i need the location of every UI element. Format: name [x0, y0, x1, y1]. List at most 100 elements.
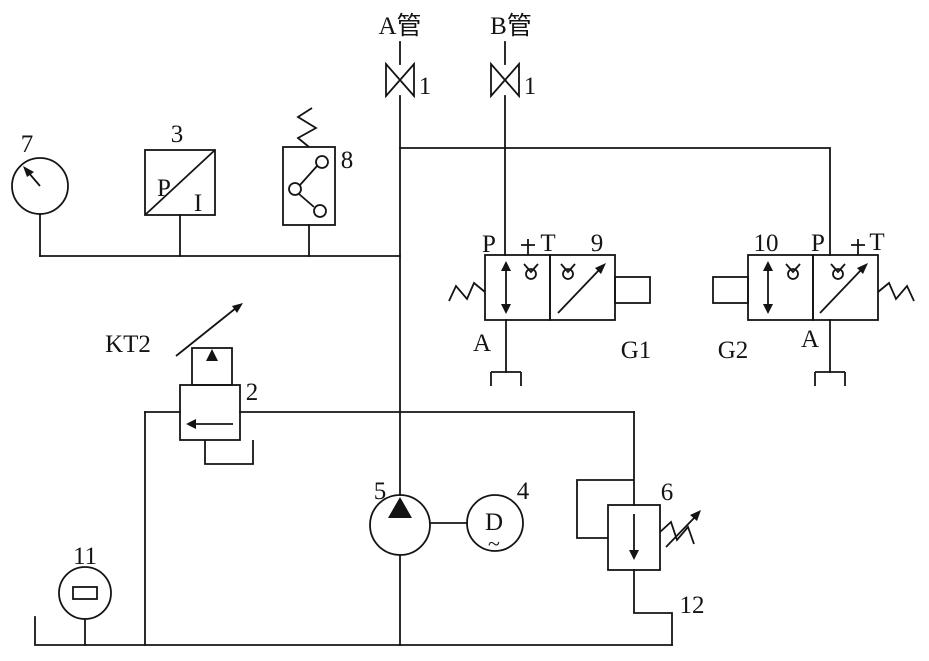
spring-icon — [659, 520, 695, 545]
valve10-t: T — [869, 229, 884, 256]
shutoff-a-number: 1 — [419, 73, 432, 100]
pump5-number: 5 — [374, 478, 387, 505]
g1-tag: G1 — [621, 337, 652, 364]
t-port-cap — [521, 239, 535, 255]
gauge11-number: 11 — [73, 543, 97, 570]
poppet-seat — [830, 263, 846, 274]
relief6-number: 6 — [661, 479, 674, 506]
transducer-body — [144, 149, 216, 216]
poppet-seat — [785, 263, 801, 274]
shutoff-b-number: 1 — [524, 73, 537, 100]
kt2-tag: KT2 — [105, 331, 151, 358]
valve-position-box — [747, 254, 814, 321]
solenoid-box — [614, 276, 651, 304]
gauge-window — [72, 586, 98, 600]
prop-valve-2-icon — [175, 303, 254, 465]
dir-valve-10-icon — [712, 239, 915, 386]
tank-icon — [814, 371, 846, 386]
arrow-tip — [501, 304, 511, 314]
pipe-network — [34, 41, 831, 646]
switch8-number: 8 — [341, 147, 354, 174]
switch-contact — [313, 204, 327, 218]
flow-path — [557, 268, 601, 314]
t-port-cap — [851, 239, 865, 255]
adjust-arrow — [665, 516, 696, 548]
switch-contact — [288, 182, 302, 196]
valve-bowtie — [490, 61, 520, 99]
valve-body — [607, 504, 661, 571]
flow-arrow-tip — [629, 550, 639, 560]
pilot-line — [576, 479, 634, 539]
adjust-arrow — [175, 307, 237, 357]
shutoff-valve-b-icon — [490, 61, 520, 99]
valve9-t: T — [540, 230, 555, 257]
valve-position-box — [812, 254, 879, 321]
valve-position-box — [484, 254, 551, 321]
tank-icon — [490, 371, 522, 386]
flow-path — [819, 268, 863, 314]
valve9-number: 9 — [591, 230, 604, 257]
motor4-number: 4 — [517, 478, 530, 505]
valve10-number: 10 — [754, 230, 779, 257]
valve10-p: P — [811, 230, 825, 257]
shutoff-valve-a-icon — [385, 61, 415, 99]
motor-body — [466, 494, 524, 552]
spring-icon — [448, 281, 486, 302]
switch-lever — [299, 165, 318, 186]
transducer-diagonal — [144, 149, 216, 216]
motor4-letter: D — [485, 509, 503, 536]
solenoid-arrow — [206, 349, 218, 361]
pump-flow-triangle — [388, 497, 412, 518]
pump-5-icon — [369, 494, 431, 556]
transducer3-p: P — [157, 175, 171, 202]
arrow-tip — [501, 261, 511, 271]
gauge-needle-tip — [23, 166, 34, 177]
valve9-p: P — [482, 231, 496, 258]
valve-bowtie — [385, 61, 415, 99]
relief-valve-6-icon — [576, 479, 701, 571]
poppet-icon — [787, 268, 799, 280]
g2-tag: G2 — [718, 337, 749, 364]
motor-4-icon — [466, 494, 524, 552]
pi-transducer-3-icon — [144, 149, 216, 216]
switch-contact — [315, 155, 329, 169]
motor4-wave: ~ — [488, 531, 500, 556]
transducer3-i: I — [194, 190, 202, 217]
pipe12-number: 12 — [680, 592, 705, 619]
valve9-a: A — [473, 330, 491, 357]
valve-body — [179, 384, 241, 441]
dir-valve-9-icon — [448, 239, 651, 386]
poppet-icon — [562, 268, 574, 280]
adjust-arrow-tip — [232, 303, 243, 313]
arrow-tip — [857, 263, 868, 274]
pipe-a-label: A管 — [378, 12, 421, 40]
gauge-dial — [11, 157, 69, 215]
gauge-body — [58, 566, 112, 620]
pipe-tank-line — [34, 616, 673, 646]
spring-icon — [877, 281, 915, 302]
arrow-tip — [763, 261, 773, 271]
adjust-arrow-tip — [690, 510, 701, 521]
flow-arrow-tip — [186, 419, 196, 429]
poppet-seat — [560, 263, 576, 274]
arrow-tip — [595, 263, 606, 274]
pipe-top-header — [399, 147, 831, 256]
arrow-tip — [763, 304, 773, 314]
gauge7-number: 7 — [21, 131, 34, 158]
drain-loop — [204, 440, 254, 465]
poppet-icon — [832, 268, 844, 280]
valve2-number: 2 — [246, 379, 259, 406]
spring-icon — [296, 107, 318, 148]
solenoid-box — [712, 276, 749, 304]
pressure-switch-8-icon — [282, 107, 336, 226]
valve10-a: A — [801, 326, 819, 353]
pressure-gauge-7-icon — [11, 157, 69, 215]
transducer3-number: 3 — [171, 121, 184, 148]
pipe-b-label: B管 — [490, 12, 532, 40]
poppet-icon — [525, 268, 537, 280]
switch-lever — [298, 193, 315, 208]
pipe-relief6-drain — [633, 569, 673, 646]
poppet-seat — [523, 263, 539, 274]
